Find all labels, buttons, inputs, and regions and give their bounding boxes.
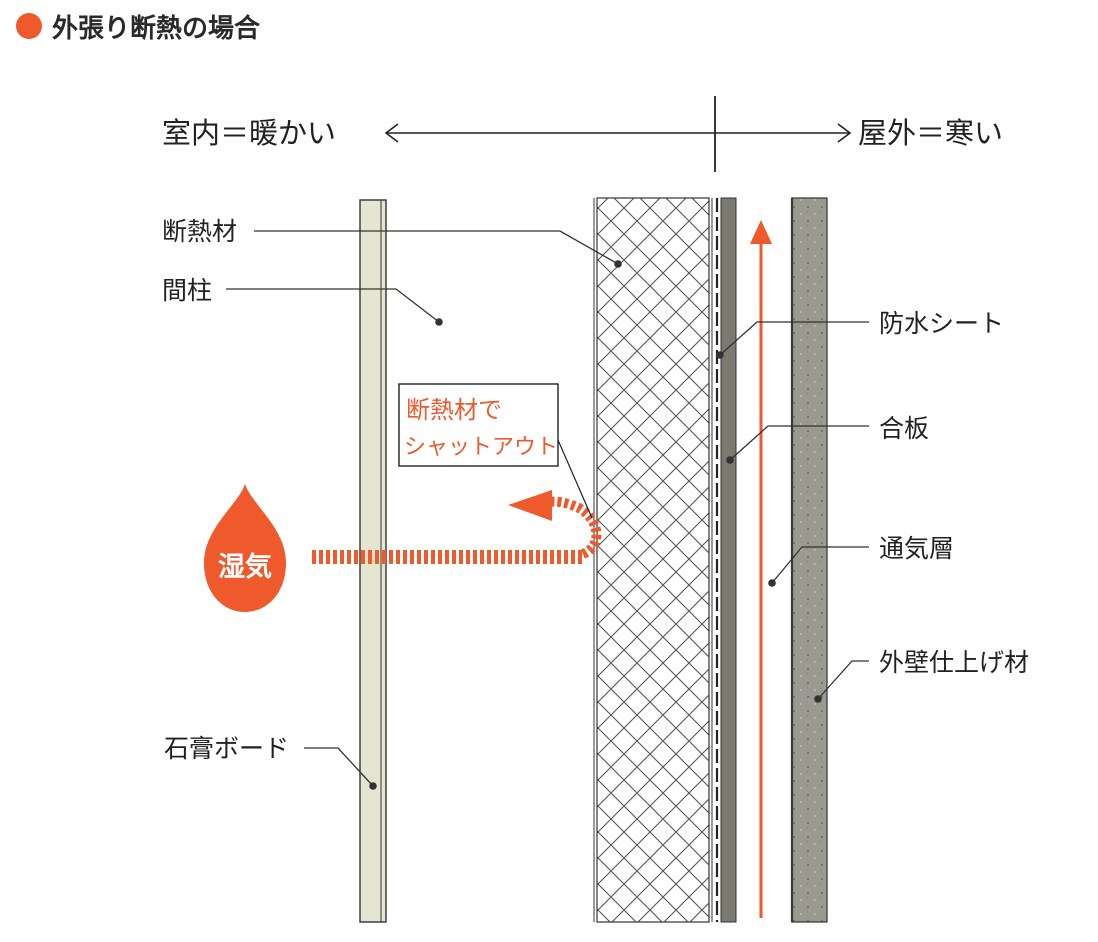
leader-stud [226,288,443,326]
direction-axis: 室内＝暖かい 屋外＝寒い [162,96,1003,172]
callout-box: 断熱材で シャットアウト [398,383,593,519]
plywood [720,197,737,923]
leader-exterior-finish [814,660,869,703]
heading: 外張り断熱の場合 [16,6,260,46]
label-waterproof-sheet: 防水シート [879,309,1004,338]
moisture-label: 湿気 [218,551,272,583]
arrow-right-icon [837,123,852,143]
label-insulation: 断熱材 [162,217,237,246]
insulation-panel [593,197,713,923]
label-stud: 間柱 [162,276,212,305]
arrow-left-icon [508,490,552,521]
heading-title: 外張り断熱の場合 [52,13,261,44]
leader-plywood [726,425,869,464]
moisture-path [312,496,602,564]
label-gypsum-board: 石膏ボード [164,734,289,763]
label-exterior-finish: 外壁仕上げ材 [879,648,1029,677]
leader-air-layer [768,546,869,587]
leader-gypsum-board [304,747,377,790]
label-outside: 屋外＝寒い [858,116,1003,150]
orange-circle-icon [16,13,42,39]
leader-insulation [254,230,622,268]
label-inside: 室内＝暖かい [162,116,336,150]
label-plywood: 合板 [879,414,929,443]
arrow-left-icon [384,123,399,143]
water-drop-icon: 湿気 [204,484,286,612]
exterior-finish [790,197,828,923]
callout-line2: シャットアウト [404,435,558,460]
arrow-up-icon [750,220,772,918]
label-air-layer: 通気層 [879,534,954,563]
callout-line1: 断熱材で [406,396,502,424]
leader-waterproof-sheet [716,321,869,359]
